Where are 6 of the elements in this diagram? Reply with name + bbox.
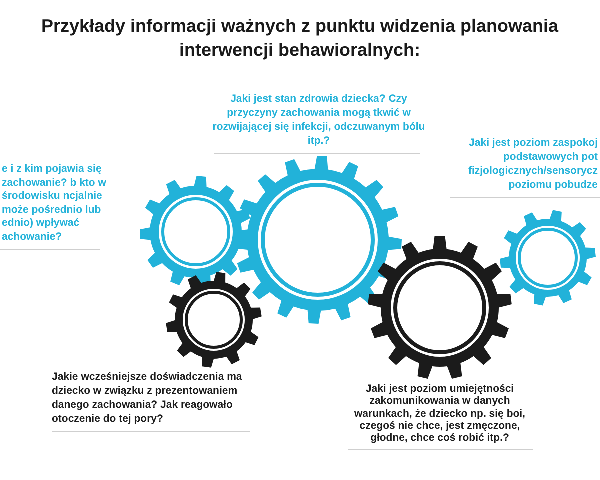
question-text: Jaki jest stan zdrowia dziecka? Czy przyczyny zachowania mogą tkwić w rozwijającej się infekcji, odczuwanym bólu itp.? — [212, 92, 426, 148]
question-text: Jaki jest poziom zaspokoj podstawowych pot fizjologicznych/sensorycz poziomu pobudze — [467, 136, 598, 192]
question-text: Jaki jest poziom umiejętności zakomunikowania w danych warunkach, że dziecko np. się boi, czegoś nie chce, jest zmęczone, głodne, chce coś robić itp.? — [354, 383, 526, 444]
title: Przykłady informacji ważnych z punktu widzenia planowania interwencji behawioralnych: — [40, 15, 560, 62]
question-text: Jakie wcześniejsze doświadczenia ma dziecko w związku z prezentowaniem danego zachowania? Jak reagowało otoczenie do tej pory? — [52, 370, 244, 426]
question-text: e i z kim pojawia się zachowanie? b kto w środowisku ncjalnie może pośrednio lub ednio) wpływać achowanie? — [2, 163, 108, 244]
